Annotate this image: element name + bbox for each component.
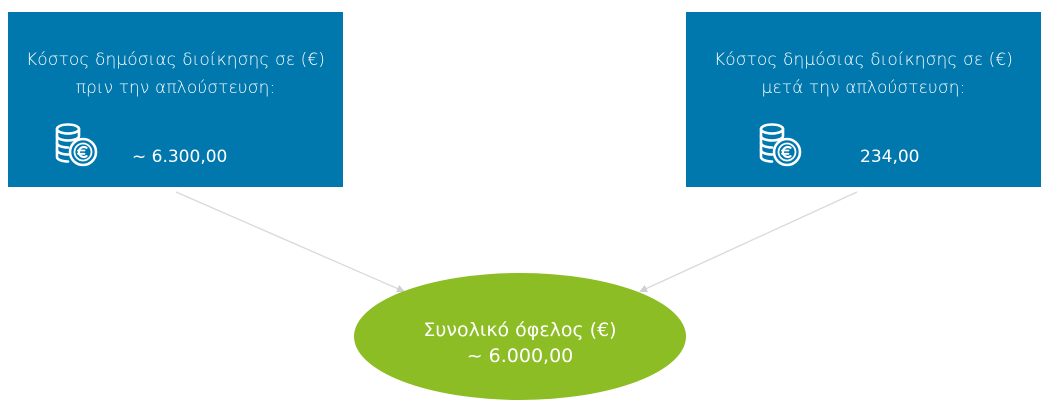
cost-after-title: Κόστος δημόσιας διοίκησης σε (€) μετά τη… [713,50,1014,98]
total-benefit-ellipse: Συνολικό όφελος (€) ~ 6.000,00 [354,273,686,400]
cost-before-box: Κόστος δημόσιας διοίκησης σε (€) πριν τη… [8,12,343,187]
connector-after-to-result [639,191,858,293]
cost-after-value: 234,00 [860,147,920,167]
total-benefit-value: ~ 6.000,00 [466,345,574,367]
cost-before-value: ~ 6.300,00 [132,147,228,167]
total-benefit-title: Συνολικό όφελος (€) [423,319,617,341]
connector-before-to-result [175,191,405,293]
cost-after-box: Κόστος δημόσιας διοίκησης σε (€) μετά τη… [686,12,1041,187]
euro-coins-icon [759,123,802,167]
cost-before-title: Κόστος δημόσιας διοίκησης σε (€) πριν τη… [25,50,326,98]
euro-coins-icon [55,123,98,167]
